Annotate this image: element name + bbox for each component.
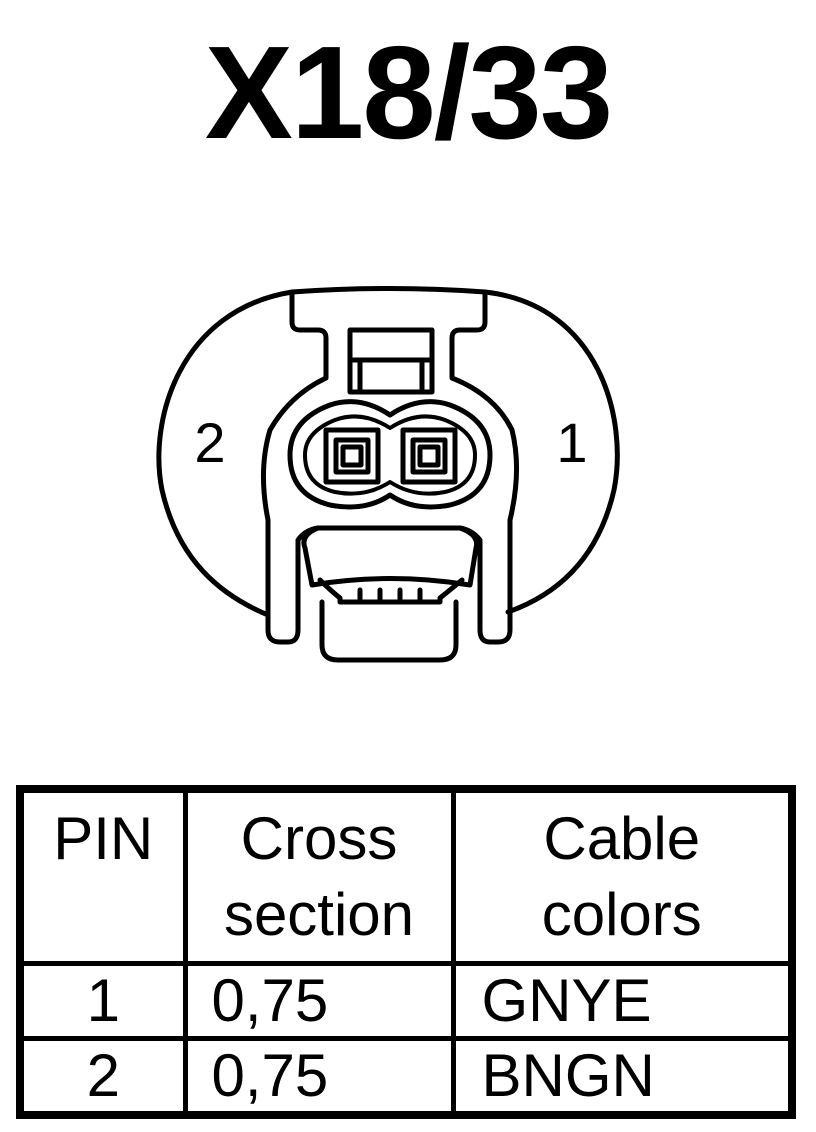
header-cross-line2: section xyxy=(223,881,415,948)
pin-assignment-table: PIN Cross section Cable colors 1 0,75 GN… xyxy=(16,785,796,1119)
pin-cavity xyxy=(287,399,493,510)
cell-cross-section: 0,75 xyxy=(182,961,456,1041)
connector-title: X18/33 xyxy=(204,19,613,166)
header-pin-line1: PIN xyxy=(53,805,154,872)
header-cross-section: Cross section xyxy=(182,786,456,966)
locking-arm xyxy=(301,525,480,588)
pin-1-contact xyxy=(400,427,458,485)
table-header-row: PIN Cross section Cable colors xyxy=(17,786,795,966)
outer-housing xyxy=(156,289,620,618)
header-color-line1: Cable xyxy=(543,805,701,872)
header-cross-line1: Cross xyxy=(240,805,398,872)
cell-cable-color: BNGN xyxy=(450,1036,795,1118)
pin-2-contact xyxy=(323,427,381,485)
table-row: 1 0,75 GNYE xyxy=(17,961,795,1041)
cell-pin: 1 xyxy=(17,961,188,1041)
cell-pin: 2 xyxy=(17,1036,188,1118)
header-pin: PIN xyxy=(17,786,188,966)
top-notch xyxy=(261,286,519,645)
header-color-line2: colors xyxy=(541,881,702,948)
table-row: 2 0,75 BNGN xyxy=(17,1036,795,1118)
bottom-tab xyxy=(319,599,459,663)
connector-face-diagram: 2 1 xyxy=(156,286,620,663)
cell-cable-color: GNYE xyxy=(450,961,795,1041)
pin-1-label: 1 xyxy=(556,411,587,474)
cell-cross-section: 0,75 xyxy=(182,1036,456,1118)
pin-2-label: 2 xyxy=(194,411,225,474)
header-cable-colors: Cable colors xyxy=(450,786,795,966)
